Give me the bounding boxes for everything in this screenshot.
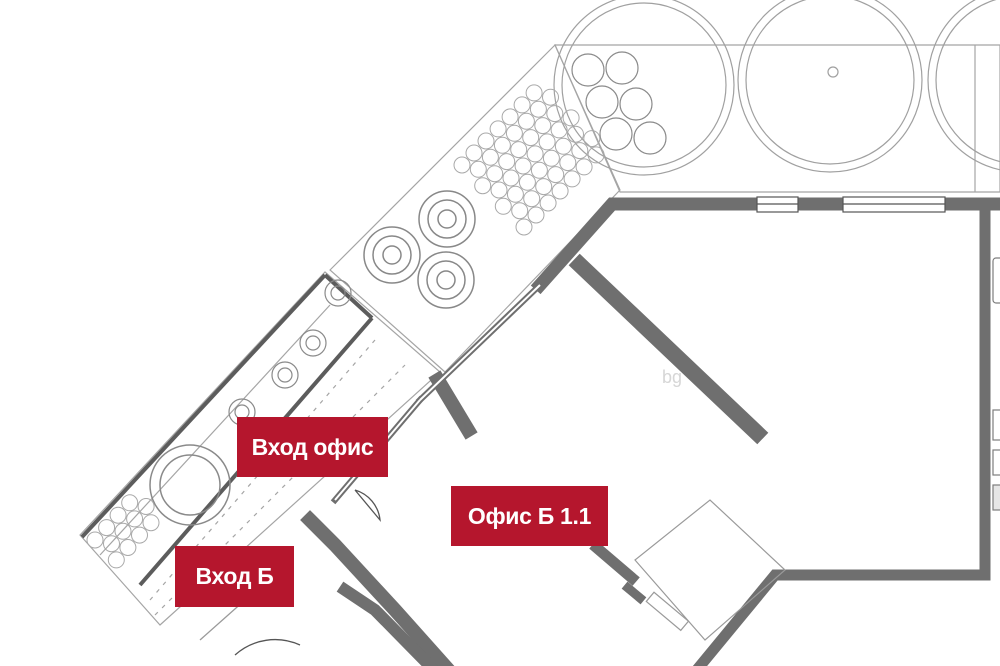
pebble (469, 160, 487, 178)
pebble (587, 146, 605, 164)
ground-texture-upper (453, 84, 605, 236)
pebble (510, 141, 528, 159)
pebble (583, 130, 601, 148)
tree-canopy-1-inner (561, 2, 727, 168)
pebble (563, 170, 581, 188)
pebble (502, 169, 520, 187)
pebble (490, 181, 508, 199)
pebble (550, 121, 568, 139)
shrub-cluster-plaza (571, 51, 667, 155)
door-swing-office (354, 489, 381, 523)
pebble (98, 519, 116, 537)
interior-wall-stub (589, 540, 640, 586)
pebble (547, 166, 565, 184)
pebble (142, 514, 160, 532)
tree-canopies (553, 0, 1000, 176)
pebble (571, 142, 589, 160)
pebble (529, 100, 547, 118)
pebble (121, 494, 139, 512)
shrub-row-small (228, 279, 352, 426)
pebble (131, 526, 148, 544)
pebble (525, 84, 543, 102)
pebble (542, 149, 560, 167)
pebble (522, 129, 540, 147)
pebble (518, 173, 536, 191)
pebble (505, 124, 523, 142)
pebble (546, 105, 564, 123)
pebble (562, 109, 580, 127)
pebble (511, 202, 529, 220)
pebble (107, 551, 125, 569)
shrub-large-lower (149, 444, 231, 526)
ground-texture-lower (86, 494, 160, 569)
wall-lower-inner (336, 581, 439, 666)
pebble (109, 506, 127, 524)
pebble (501, 108, 519, 126)
pebble (539, 194, 557, 212)
pebble (119, 539, 137, 556)
pebble (489, 120, 507, 138)
pebble (494, 197, 512, 215)
pebble (465, 144, 483, 162)
tree-canopy-2-inner (745, 0, 915, 165)
pebble (486, 165, 504, 183)
windows (756, 196, 946, 213)
pebble (538, 133, 556, 151)
right-side-details (992, 257, 1000, 511)
pebble (453, 156, 471, 174)
pebble (554, 137, 572, 155)
tree-canopy-2 (737, 0, 923, 173)
planter-border-line (99, 304, 331, 556)
office-fixture (634, 499, 786, 641)
pebble (534, 117, 552, 135)
pebble (86, 531, 104, 549)
wall-top (530, 197, 1000, 295)
door-swing-entrance-b (234, 638, 301, 656)
pebble (513, 96, 531, 114)
pebble (506, 185, 524, 203)
pebble (530, 161, 548, 179)
label-office-b11: Офис Б 1.1 (451, 486, 608, 546)
pebble (526, 145, 544, 163)
pebble (517, 112, 535, 130)
interior-wall-stub-2 (621, 581, 647, 605)
pebble (137, 498, 155, 515)
pebble (535, 178, 553, 196)
pebble (474, 177, 492, 195)
pebble (575, 158, 593, 176)
pebble (498, 153, 516, 171)
pebble (114, 522, 132, 540)
wall-lower-west (300, 510, 455, 666)
pebble (126, 510, 144, 528)
pebble (103, 535, 120, 553)
interior-wall-diagonal (568, 253, 769, 445)
wall-north-east (692, 206, 991, 666)
pebble (481, 148, 499, 166)
pebble (515, 218, 533, 236)
pebble (542, 88, 559, 106)
pebble (493, 136, 511, 154)
planter-band-inner (329, 43, 621, 373)
pebble (523, 190, 541, 208)
pebble (527, 206, 545, 224)
tree-canopy-3 (927, 0, 1000, 171)
tree-canopy-1 (553, 0, 735, 176)
pebble (477, 132, 495, 150)
label-entrance-office: Вход офис (237, 417, 388, 477)
label-entrance-b: Вход Б (175, 546, 294, 607)
tree-trunk-2 (827, 66, 839, 78)
pebble (514, 157, 532, 175)
wall-pier-1 (428, 370, 478, 440)
pebble (567, 125, 584, 143)
pebble (559, 154, 577, 172)
tree-canopy-3-inner (935, 0, 1000, 163)
shrub-cluster-mid (363, 190, 476, 309)
watermark-text: bg (662, 367, 682, 387)
pebble (551, 182, 569, 200)
